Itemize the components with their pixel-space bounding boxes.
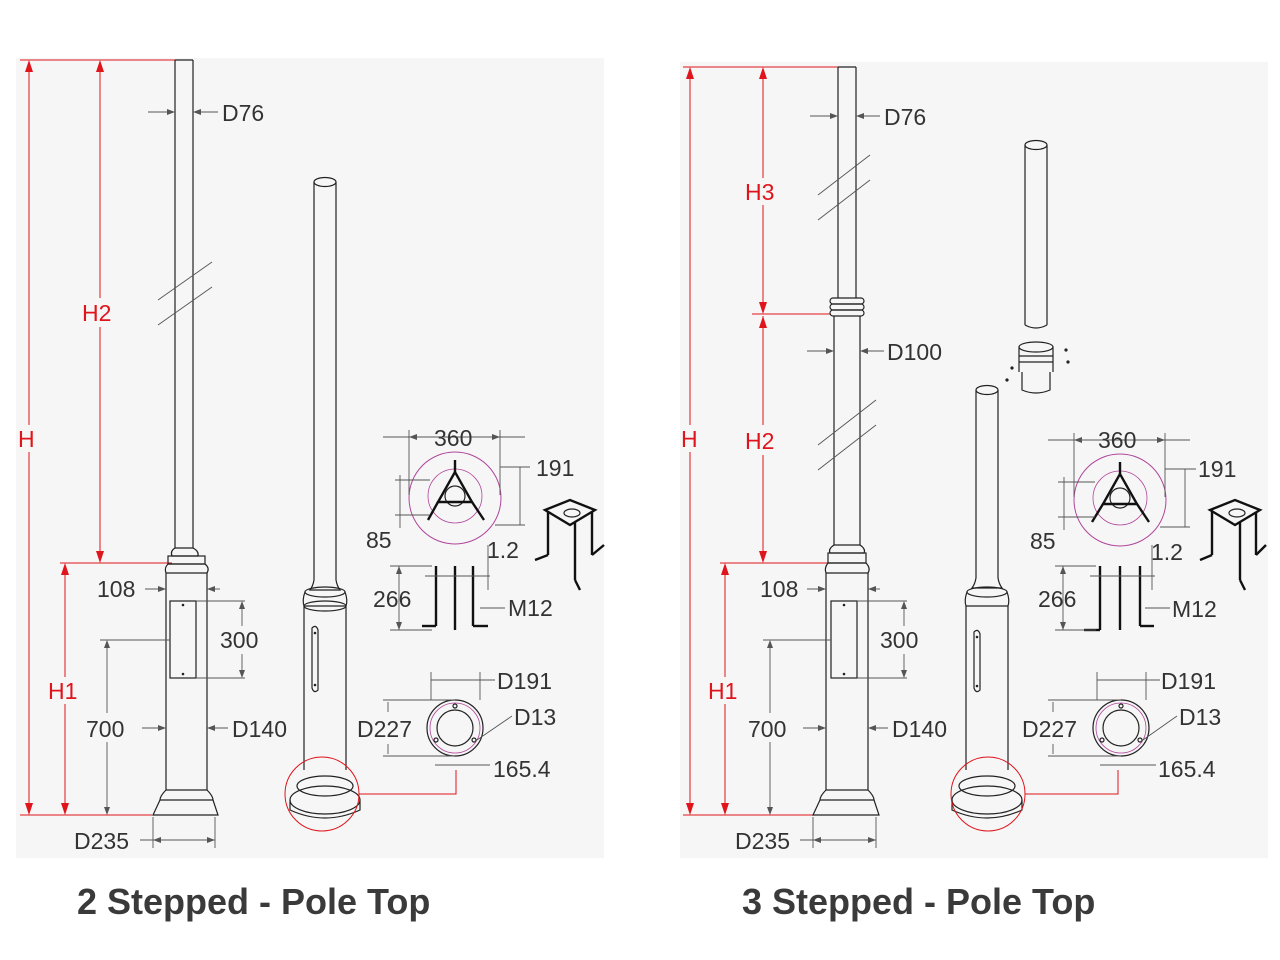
panel-right-background (680, 62, 1268, 858)
panel-right: H H3 H2 H1 (681, 66, 1267, 922)
label-d76: D76 (222, 100, 264, 126)
label-700: 700 (86, 716, 124, 742)
caption-2-stepped: 2 Stepped - Pole Top (77, 881, 430, 922)
label-h2: H2 (82, 300, 111, 326)
label-1-2-right: 1.2 (1151, 539, 1183, 565)
label-300-right: 300 (880, 627, 918, 653)
label-h1-right: H1 (708, 678, 737, 704)
label-266: 266 (373, 586, 411, 612)
pole-elevation (152, 59, 219, 816)
anchor-plate-top-view (383, 430, 530, 545)
label-108-right: 108 (760, 576, 798, 602)
label-108: 108 (97, 576, 135, 602)
label-d235-right: D235 (735, 828, 790, 854)
pole-dimensions (100, 109, 245, 848)
label-85-right: 85 (1030, 528, 1056, 554)
panel-left: H H2 H1 (18, 59, 605, 922)
label-d191-bottom: D191 (497, 668, 552, 694)
pole-dimensions-right (763, 113, 907, 848)
label-d140-right: D140 (892, 716, 947, 742)
height-dimension-lines (20, 59, 175, 816)
label-h-right: H (681, 426, 698, 452)
label-300: 300 (220, 627, 258, 653)
label-d13-right: D13 (1179, 704, 1221, 730)
base-plate-top-view-right (1048, 672, 1178, 766)
label-700-right: 700 (748, 716, 786, 742)
label-d227-right: D227 (1022, 716, 1077, 742)
caption-3-stepped: 3 Stepped - Pole Top (742, 881, 1095, 922)
label-d191-bottom-right: D191 (1161, 668, 1216, 694)
pole-elevation-right (812, 66, 880, 816)
label-h3: H3 (745, 179, 774, 205)
label-165-4-right: 165.4 (1158, 756, 1216, 782)
anchor-plate-top-view-right (1048, 433, 1196, 547)
label-266-right: 266 (1038, 586, 1076, 612)
label-d235: D235 (74, 828, 129, 854)
label-d140: D140 (232, 716, 287, 742)
label-m12: M12 (508, 595, 553, 621)
anchor-bolts-elevation (390, 545, 505, 631)
label-1-2: 1.2 (487, 537, 519, 563)
anchor-cage-3d-right (1199, 498, 1267, 591)
label-85: 85 (366, 527, 392, 553)
label-d76-right: D76 (884, 104, 926, 130)
label-h2-right: H2 (745, 428, 774, 454)
base-plate-top-view (383, 672, 513, 766)
label-h1: H1 (48, 678, 77, 704)
label-191: 191 (536, 455, 574, 481)
label-191-right: 191 (1198, 456, 1236, 482)
height-dimension-lines-right (683, 66, 838, 816)
label-m12-right: M12 (1172, 596, 1217, 622)
anchor-bolts-elevation-right (1055, 545, 1170, 632)
label-360-right: 360 (1098, 427, 1136, 453)
label-h: H (18, 426, 35, 452)
label-360: 360 (434, 425, 472, 451)
label-d13: D13 (514, 704, 556, 730)
anchor-cage-3d (534, 498, 605, 591)
pole-3d-view (284, 176, 457, 832)
label-165-4: 165.4 (493, 756, 551, 782)
panel-left-background (16, 58, 604, 858)
label-d100: D100 (887, 339, 942, 365)
label-d227: D227 (357, 716, 412, 742)
pole-3d-exploded (950, 139, 1119, 832)
